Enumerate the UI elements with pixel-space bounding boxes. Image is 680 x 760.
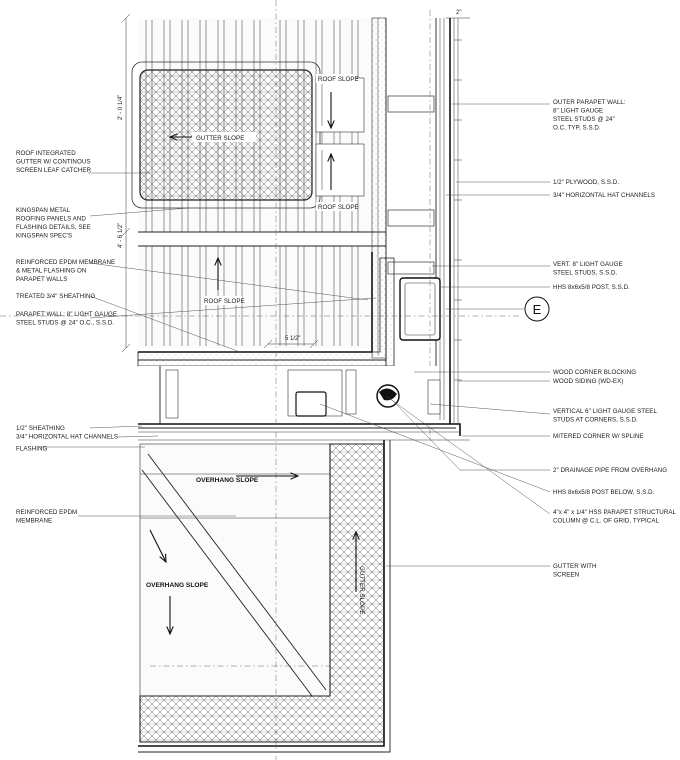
dim-top-vertical: 2' - 0 1/4"	[118, 95, 124, 120]
callout-roof-gutter: ROOF INTEGRATED GUTTER W/ CONTINOUS SCRE…	[16, 150, 92, 174]
callout-hss-column: 4"x 4" x 1/4" HSS PARAPET STRUCTURAL COL…	[553, 509, 678, 525]
roof-slope-label-3: ROOF SLOPE	[204, 298, 245, 305]
callout-vert-studs: VERT. 8" LIGHT GAUGE STEEL STUDS, S.S.D.	[553, 261, 624, 277]
callout-epdm-flashing: REINFORCED EPDM MEMBRANE & METAL FLASHIN…	[16, 259, 117, 283]
callout-plywood: 1/2" PLYWOOD, S.S.D.	[553, 179, 619, 186]
callout-mitered-corner: MITERED CORNER W/ SPLINE	[553, 433, 644, 440]
grid-marker-label: E	[533, 302, 542, 317]
leaders-left	[40, 172, 377, 517]
callout-hhs-post-below: HHS 8x6x5/8 POST BELOW, S.S.D.	[553, 489, 655, 496]
callout-gutter-screen: GUTTER WITH SCREEN	[553, 563, 598, 579]
lower-corner-assembly	[138, 366, 470, 441]
gutter-slope-label: GUTTER SLOPE	[196, 135, 244, 142]
callout-outer-parapet: OUTER PARAPET WALL: 8" LIGHT GAUGE STEEL…	[553, 99, 627, 132]
dimension-lines	[121, 13, 470, 353]
gutter-slope-vertical-label: GUTTER SLOPE	[358, 566, 365, 614]
callout-wood-siding: WOOD SIDING (WD-EX)	[553, 378, 623, 385]
right-callouts: OUTER PARAPET WALL: 8" LIGHT GAUGE STEEL…	[553, 99, 678, 579]
roof-slope-block	[315, 77, 365, 197]
callout-hhs-post: HHS 8x6x5/8 POST, S.S.D.	[553, 284, 630, 291]
callout-wood-blocking: WOOD CORNER BLOCKING	[553, 369, 636, 376]
dim-horizontal: 5 1/2"	[285, 336, 300, 342]
dim-mid-vertical: 4' - 6 1/2"	[118, 223, 124, 248]
callout-hat-channels: 3/4" HORIZONTAL HAT CHANNELS	[553, 192, 655, 199]
roof-slope-label-1: ROOF SLOPE	[318, 76, 359, 83]
callout-corner-studs: VERTICAL 6" LIGHT GAUGE STEEL STUDS AT C…	[553, 408, 659, 424]
left-callouts: ROOF INTEGRATED GUTTER W/ CONTINOUS SCRE…	[16, 150, 120, 525]
callout-treated-sheathing: TREATED 3/4" SHEATHING	[16, 293, 96, 300]
dimension-text: 2' - 0 1/4" 4' - 6 1/2" 5 1/2" 2"	[118, 10, 461, 342]
callout-epdm-membrane: REINFORCED EPDM MEMBRANE	[16, 509, 79, 525]
overhang-slope-label-1: OVERHANG SLOPE	[196, 477, 259, 484]
callout-drainage-pipe: 2" DRAINAGE PIPE FROM OVERHANG	[553, 467, 667, 474]
roof-slope-label-2: ROOF SLOPE	[318, 204, 359, 211]
overhang-area	[0, 0, 520, 760]
overhang-slope-label-2: OVERHANG SLOPE	[146, 582, 209, 589]
grid-marker-e: E	[446, 296, 550, 322]
callout-parapet-wall: PARAPET WALL: 8" LIGHT GAUGE STEEL STUDS…	[16, 311, 119, 327]
callout-sheathing-flashing: 1/2" SHEATHING 3/4" HORIZONTAL HAT CHANN…	[16, 425, 120, 453]
dim-top-right: 2"	[456, 10, 461, 16]
leaders-right	[319, 103, 551, 567]
callout-kingspan: KINGSPAN METAL ROOFING PANELS AND FLASHI…	[16, 207, 93, 240]
parapet-wall-layers	[371, 10, 462, 440]
slope-text: GUTTER SLOPE ROOF SLOPE ROOF SLOPE ROOF …	[146, 74, 365, 614]
